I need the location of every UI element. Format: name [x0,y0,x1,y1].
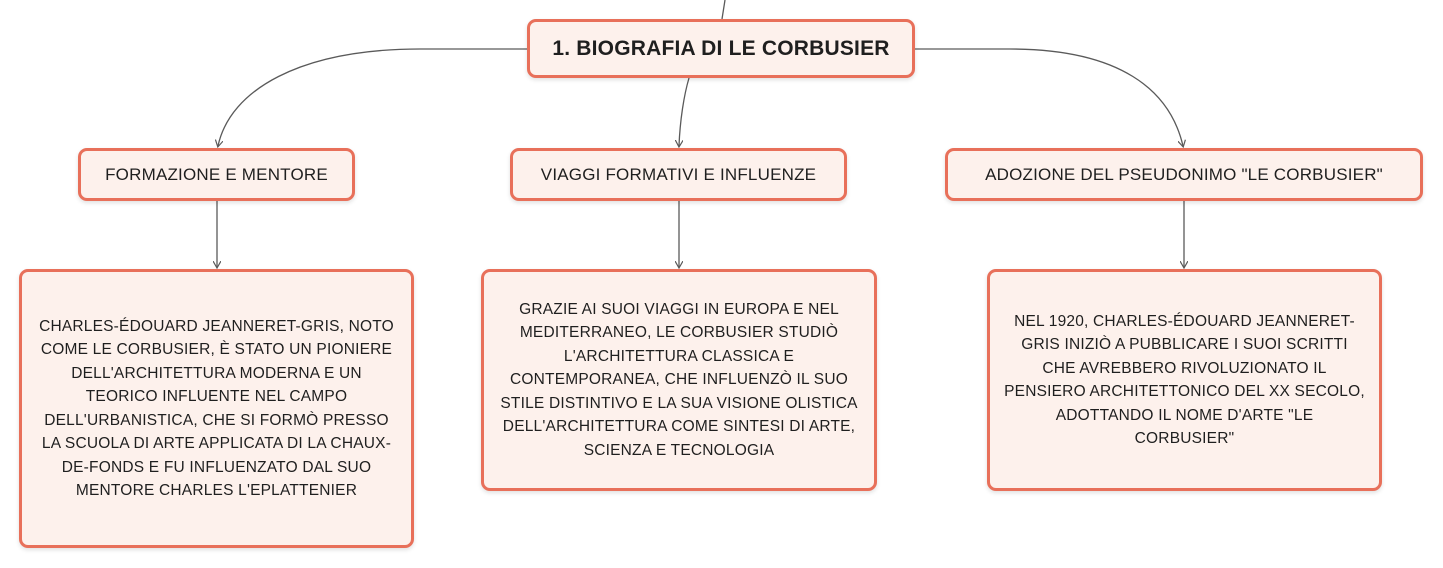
detail-text: CHARLES-ÉDOUARD JEANNERET-GRIS, NOTO COM… [39,315,394,503]
root-node-label: 1. BIOGRAFIA DI LE CORBUSIER [552,36,890,60]
detail-line: CHARLES-ÉDOUARD JEANNERET-GRIS, NOTO [39,317,394,335]
detail-line: CONTEMPORANEA, CHE INFLUENZÒ IL SUO [510,371,848,389]
connector-root-to-topic-3 [915,48,1183,146]
detail-node-formazione[interactable]: CHARLES-ÉDOUARD JEANNERET-GRIS, NOTO COM… [19,269,414,548]
detail-line: DE-FONDS E FU INFLUENZATO DAL SUO [61,458,372,476]
detail-text: GRAZIE AI SUOI VIAGGI IN EUROPA E NEL ME… [500,298,857,463]
detail-text: NEL 1920, CHARLES-ÉDOUARD JEANNERET- GRI… [1004,310,1365,451]
detail-line: STILE DISTINTIVO E LA SUA VISIONE OLISTI… [500,394,858,412]
detail-line: ADOTTANDO IL NOME D'ARTE "LE [1055,406,1314,424]
topic-node-label: ADOZIONE DEL PSEUDONIMO "LE CORBUSIER" [985,164,1383,184]
connector-root-to-topic-1 [218,48,527,146]
detail-line: COME LE CORBUSIER, È STATO UN PIONIERE [40,341,393,358]
detail-node-viaggi[interactable]: GRAZIE AI SUOI VIAGGI IN EUROPA E NEL ME… [481,269,877,491]
topic-node-pseudonimo[interactable]: ADOZIONE DEL PSEUDONIMO "LE CORBUSIER" [945,148,1423,201]
detail-line: MEDITERRANEO, LE CORBUSIER STUDIÒ [519,324,839,342]
detail-line: LA SCUOLA DI ARTE APPLICATA DI LA CHAUX- [41,435,392,452]
topic-node-formazione[interactable]: FORMAZIONE E MENTORE [78,148,355,201]
connector-root-to-topic-2 [679,77,690,146]
root-node[interactable]: 1. BIOGRAFIA DI LE CORBUSIER [527,19,915,78]
detail-line: GRAZIE AI SUOI VIAGGI IN EUROPA E NEL [519,300,839,318]
detail-line: GRIS INIZIÒ A PUBBLICARE I SUOI SCRITTI [1021,336,1348,353]
detail-line: CORBUSIER" [1134,430,1235,447]
detail-line: CHE AVREBBERO RIVOLUZIONATO IL [1042,359,1327,377]
detail-line: DELL'URBANISTICA, CHE SI FORMÒ PRESSO [44,411,389,429]
detail-node-pseudonimo[interactable]: NEL 1920, CHARLES-ÉDOUARD JEANNERET- GRI… [987,269,1382,491]
detail-line: SCIENZA E TECNOLOGIA [583,441,775,459]
detail-line: DELL'ARCHITETTURA COME SINTESI DI ARTE, [502,418,856,436]
connector-parent-to-root [721,0,726,20]
detail-line: PENSIERO ARCHITETTONICO DEL XX SECOLO, [1004,383,1365,400]
topic-node-label: FORMAZIONE E MENTORE [105,164,328,184]
topic-node-label: VIAGGI FORMATIVI E INFLUENZE [540,164,817,184]
detail-line: L'ARCHITETTURA CLASSICA E [563,347,795,365]
topic-node-viaggi[interactable]: VIAGGI FORMATIVI E INFLUENZE [510,148,847,201]
detail-line: MENTORE CHARLES L'EPLATTENIER [75,482,358,499]
detail-line: DELL'ARCHITETTURA MODERNA E UN [71,364,362,382]
detail-line: TEORICO INFLUENTE NEL CAMPO [85,388,348,405]
detail-line: NEL 1920, CHARLES-ÉDOUARD JEANNERET- [1014,312,1355,330]
